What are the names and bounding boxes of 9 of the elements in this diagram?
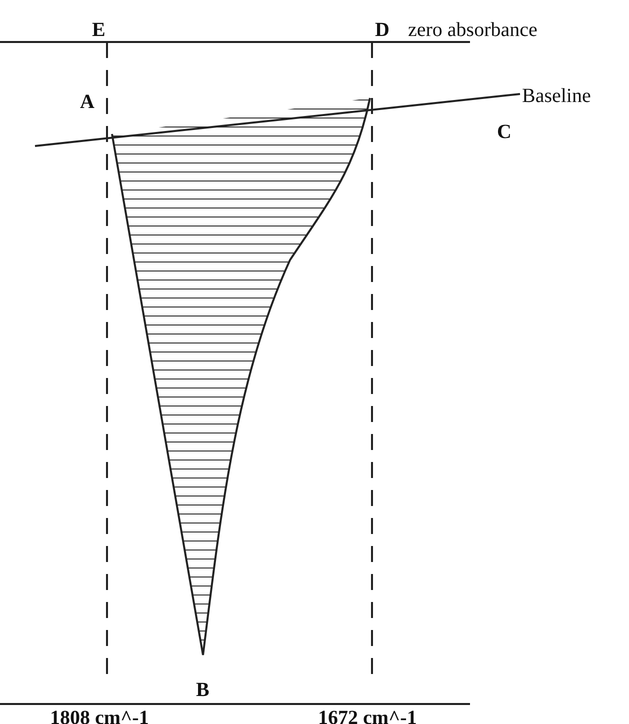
tick-label: 1808 cm^-1 (50, 708, 149, 724)
point-label: D (375, 20, 390, 40)
annotation-label: zero absorbance (408, 20, 538, 40)
point-label: E (92, 20, 106, 40)
point-label: B (196, 680, 210, 700)
annotation-label: Baseline (522, 86, 591, 106)
point-label: A (80, 92, 94, 112)
tick-label: 1672 cm^-1 (318, 708, 417, 724)
point-label: C (497, 122, 512, 142)
